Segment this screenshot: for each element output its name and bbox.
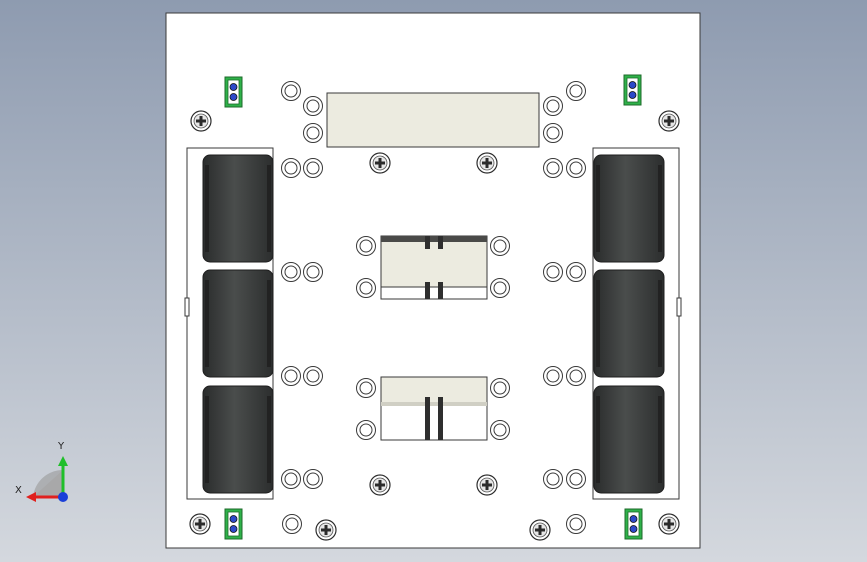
triad-x-label: X (15, 485, 22, 496)
right-bracket-tab (676, 297, 682, 317)
mounting-hole (490, 378, 510, 398)
mounting-hole (281, 262, 301, 282)
mounting-hole (543, 469, 563, 489)
phillips-screw-icon[interactable] (529, 519, 551, 541)
top-sensor-block[interactable] (326, 92, 540, 148)
mounting-hole (543, 262, 563, 282)
left-bracket-tab (184, 297, 190, 317)
mounting-hole (566, 158, 586, 178)
triad-xy-plane-shade (33, 469, 63, 497)
mounting-hole (281, 469, 301, 489)
mounting-hole (566, 366, 586, 386)
wheel[interactable] (202, 385, 274, 494)
wheel[interactable] (593, 385, 665, 494)
terminal-connector[interactable] (623, 74, 642, 106)
triad-y-arrow (58, 456, 68, 466)
triad-x-arrow (26, 492, 36, 502)
mounting-hole (490, 278, 510, 298)
mounting-hole (356, 378, 376, 398)
orientation-triad[interactable] (26, 456, 68, 502)
triad-z-axis (58, 492, 68, 502)
phillips-screw-icon[interactable] (476, 152, 498, 174)
phillips-screw-icon[interactable] (658, 513, 680, 535)
mounting-hole (281, 158, 301, 178)
mounting-hole (490, 236, 510, 256)
phillips-screw-icon[interactable] (190, 110, 212, 132)
mounting-hole (303, 158, 323, 178)
mounting-hole (490, 420, 510, 440)
mounting-hole (543, 158, 563, 178)
mounting-hole (303, 262, 323, 282)
upper-slide-block[interactable] (380, 235, 488, 300)
mounting-hole (281, 81, 301, 101)
mounting-hole (566, 469, 586, 489)
mounting-hole (303, 123, 323, 143)
mounting-hole (356, 278, 376, 298)
phillips-screw-icon[interactable] (369, 152, 391, 174)
mounting-hole (543, 123, 563, 143)
lower-slide-block[interactable] (380, 376, 488, 441)
mounting-hole (303, 366, 323, 386)
phillips-screw-icon[interactable] (658, 110, 680, 132)
mounting-hole (281, 366, 301, 386)
mounting-hole (282, 514, 302, 534)
mounting-hole (543, 96, 563, 116)
phillips-screw-icon[interactable] (369, 474, 391, 496)
wheel[interactable] (202, 269, 274, 378)
mounting-hole (566, 262, 586, 282)
phillips-screw-icon[interactable] (315, 519, 337, 541)
mounting-hole (356, 420, 376, 440)
phillips-screw-icon[interactable] (476, 474, 498, 496)
terminal-connector[interactable] (624, 508, 643, 540)
wheel[interactable] (202, 154, 274, 263)
terminal-connector[interactable] (224, 508, 243, 540)
mounting-hole (303, 469, 323, 489)
terminal-connector[interactable] (224, 76, 243, 108)
phillips-screw-icon[interactable] (189, 513, 211, 535)
wheel[interactable] (593, 269, 665, 378)
triad-y-label: Y (58, 441, 65, 452)
mounting-hole (543, 366, 563, 386)
mounting-hole (303, 96, 323, 116)
mounting-hole (566, 514, 586, 534)
mounting-hole (356, 236, 376, 256)
mounting-hole (566, 81, 586, 101)
wheel[interactable] (593, 154, 665, 263)
